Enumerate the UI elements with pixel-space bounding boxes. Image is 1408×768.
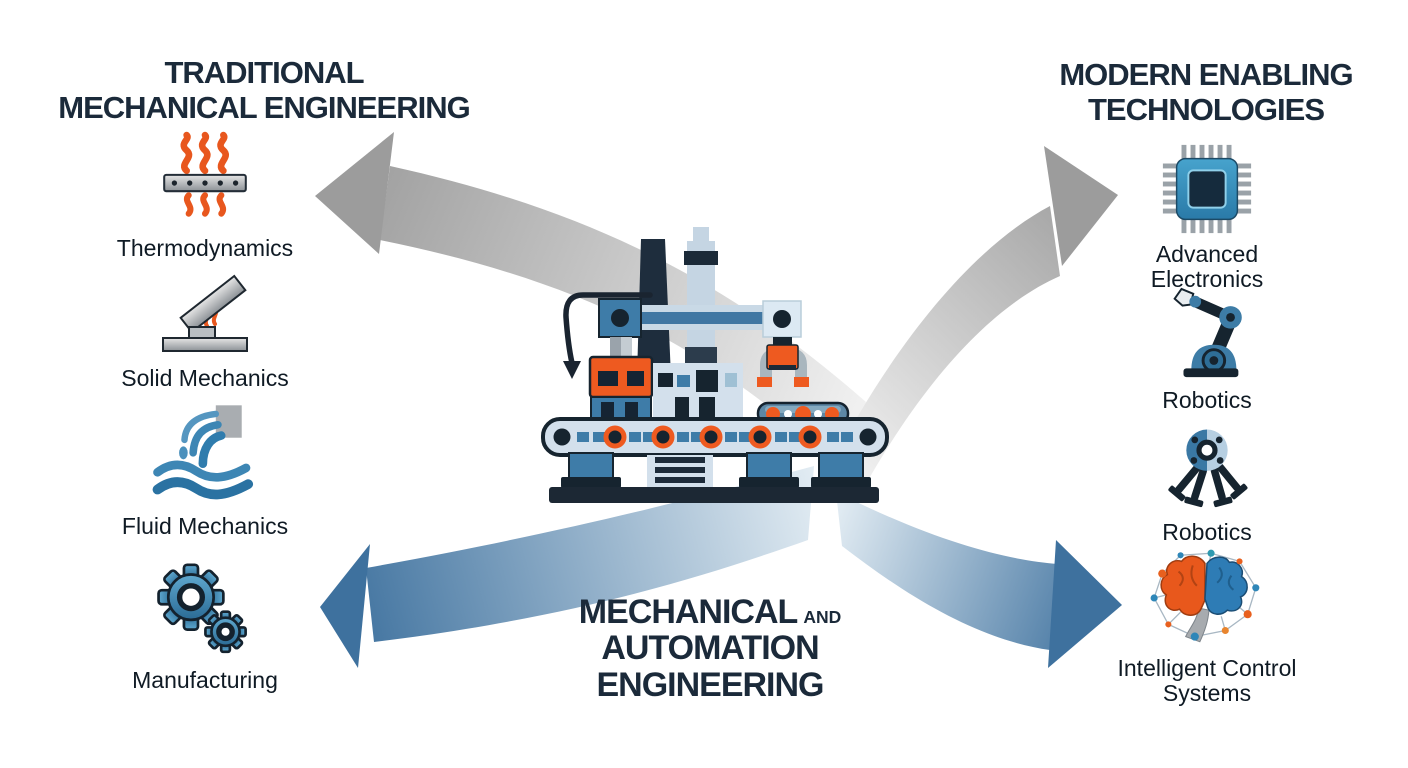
list-item-label: Robotics [1162,519,1252,545]
robot-arm-icon [1173,287,1242,378]
list-item-advanced-electronics: Advanced Electronics [1107,140,1307,292]
fluid-mechanics-water-icon [152,405,254,500]
list-item-label: Manufacturing [132,667,278,693]
list-item-label: Fluid Mechanics [121,513,289,539]
list-item-manufacturing: Manufacturing [75,552,335,693]
right-title-line: MODERN ENABLING [1059,57,1353,92]
list-item-robotics-arm: Robotics [1107,286,1307,413]
list-item-fluid-mechanics: Fluid Mechanics [75,400,335,539]
machine-body [653,363,743,421]
arrow-top-right [842,146,1118,502]
right-title-line: TECHNOLOGIES [1087,91,1325,127]
right-panel-title: MODERN ENABLING TECHNOLOGIES [1026,57,1386,127]
hook-arrow [563,292,653,379]
arrow-top-left [315,132,866,468]
left-title-line: MECHANICAL ENGINEERING [58,89,470,125]
list-item-robotics-hub: Robotics [1107,422,1307,545]
list-item-solid-mechanics: Solid Mechanics [75,268,335,391]
list-item-intelligent-control: Intelligent Control Systems [1107,548,1307,706]
base-platform [549,487,879,503]
brain-network-icon [1150,549,1260,643]
conveyor-belt [541,417,889,457]
left-panel-title: TRADITIONAL MECHANICAL ENGINEERING [34,55,494,125]
robot-gripper [757,300,809,387]
microchip-icon [1162,144,1252,234]
ladder-panel [647,455,713,487]
list-item-label: Thermodynamics [116,235,294,261]
list-item-label: Advanced Electronics [1150,241,1264,292]
list-item-label: Solid Mechanics [121,365,289,391]
arrow-bottom-left [320,466,814,668]
brain-stem [1184,607,1210,643]
manufacturing-gears-icon [157,563,247,654]
arrow-bottom-right [836,492,1122,668]
center-heading-line-3: ENGINEERING [596,665,824,704]
center-heading-conjunction: AND [803,607,842,627]
solid-mechanics-beam-icon [162,274,248,352]
thermodynamics-heat-icon [163,131,247,217]
support-legs [549,452,879,503]
list-item-label: Robotics [1162,387,1252,413]
left-title-line: TRADITIONAL [164,55,364,90]
list-item-thermodynamics: Thermodynamics [75,130,335,261]
machine-box [588,355,654,422]
list-item-label: Intelligent Control Systems [1117,655,1297,706]
left-arm-joint [598,298,642,361]
center-heading-line-2: AUTOMATION [601,629,819,668]
robot-hub-icon [1168,429,1248,508]
factory-illustration [541,227,889,503]
